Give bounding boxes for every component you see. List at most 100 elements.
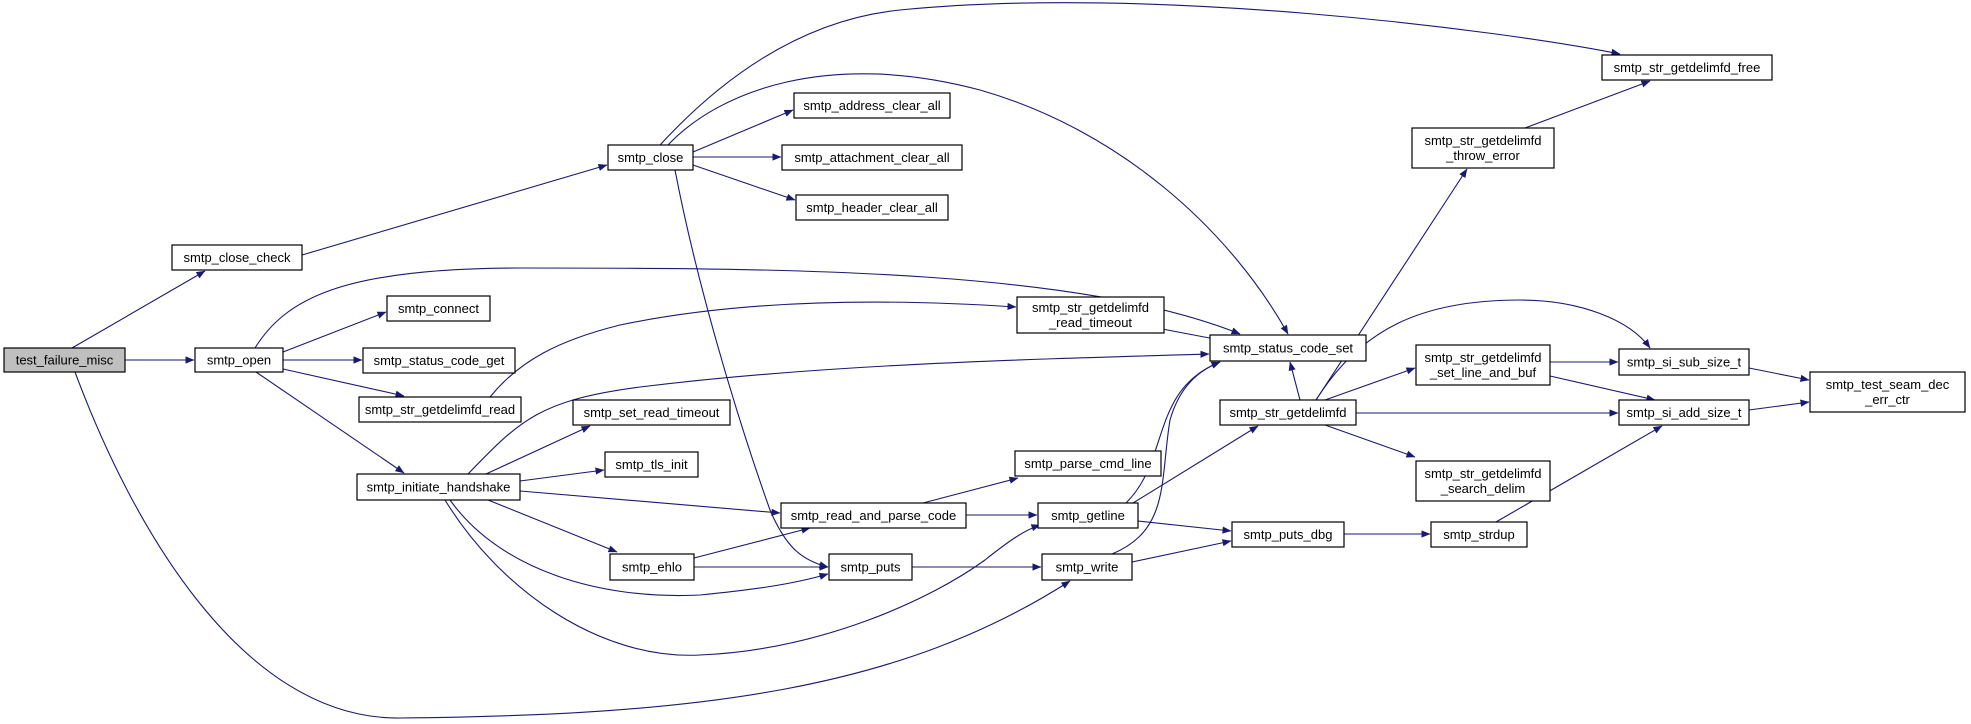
node-smtp_str_getdelimfd_set_line_and_buf[interactable]: smtp_str_getdelimfd_set_line_and_buf: [1415, 344, 1551, 386]
edges: [71, 2, 1810, 719]
node-label: smtp_si_sub_size_t: [1627, 355, 1742, 370]
node-box: [609, 553, 695, 581]
node-label: smtp_close_check: [184, 250, 291, 265]
edge-smtp_close-to-smtp_str_getdelimfd_free: [659, 2, 1621, 146]
edge-smtp_close-to-smtp_puts: [674, 169, 829, 569]
node-box: [1231, 521, 1345, 548]
node-smtp_parse_cmd_line[interactable]: smtp_parse_cmd_line: [1014, 450, 1162, 477]
node-smtp_open[interactable]: smtp_open: [194, 347, 284, 373]
node-smtp_str_getdelimfd_search_delim[interactable]: smtp_str_getdelimfd_search_delim: [1415, 460, 1551, 502]
node-smtp_header_clear_all[interactable]: smtp_header_clear_all: [795, 194, 949, 221]
edge-test_failure_misc-to-smtp_close_check: [71, 270, 206, 349]
edge-smtp_write-to-smtp_status_code_set: [1111, 361, 1221, 555]
node-box: [1016, 296, 1165, 334]
node-label: smtp_status_code_set: [1223, 341, 1353, 356]
node-box: [171, 244, 303, 271]
node-box: [1041, 553, 1133, 581]
node-smtp_tls_init[interactable]: smtp_tls_init: [604, 451, 699, 478]
node-smtp_str_getdelimfd[interactable]: smtp_str_getdelimfd: [1219, 399, 1357, 426]
node-label: smtp_read_and_parse_code: [791, 508, 957, 523]
node-smtp_set_read_timeout[interactable]: smtp_set_read_timeout: [572, 399, 731, 426]
node-box: [3, 347, 126, 373]
edge-smtp_initiate_handshake-to-smtp_ehlo: [487, 499, 618, 553]
node-box: [1618, 348, 1750, 376]
node-smtp_address_clear_all[interactable]: smtp_address_clear_all: [793, 92, 951, 119]
node-smtp_str_getdelimfd_read_timeout[interactable]: smtp_str_getdelimfd_read_timeout: [1016, 296, 1165, 334]
edge-smtp_read_and_parse_code-to-smtp_parse_cmd_line: [922, 476, 1019, 504]
edge-smtp_strdup-to-smtp_si_add_size_t: [1495, 425, 1663, 523]
node-smtp_si_add_size_t[interactable]: smtp_si_add_size_t: [1618, 399, 1750, 426]
node-label: smtp_ehlo: [622, 560, 682, 575]
edge-smtp_si_sub_size_t-to-smtp_test_seam_dec_err_ctr: [1748, 367, 1810, 382]
node-box: [1430, 521, 1528, 548]
node-smtp_si_sub_size_t[interactable]: smtp_si_sub_size_t: [1618, 348, 1750, 376]
node-label: smtp_str_getdelimfd: [1032, 300, 1149, 315]
node-box: [1415, 460, 1551, 502]
node-label: smtp_str_getdelimfd_free: [1614, 60, 1761, 75]
edge-smtp_initiate_handshake-to-smtp_tls_init: [519, 467, 605, 482]
node-smtp_close_check[interactable]: smtp_close_check: [171, 244, 303, 271]
node-smtp_status_code_get[interactable]: smtp_status_code_get: [362, 347, 516, 374]
node-label: smtp_puts: [841, 560, 901, 575]
node-label: smtp_attachment_clear_all: [794, 150, 949, 165]
edge-smtp_initiate_handshake-to-smtp_read_and_parse_code: [519, 490, 781, 516]
edge-smtp_initiate_handshake-to-smtp_puts: [449, 499, 829, 597]
node-box: [1209, 334, 1367, 362]
node-box: [607, 144, 694, 171]
node-label: smtp_tls_init: [615, 457, 688, 472]
node-label: smtp_test_seam_dec: [1826, 377, 1950, 392]
node-label: _throw_error: [1445, 148, 1520, 163]
edge-test_failure_misc-to-smtp_write: [74, 371, 1071, 719]
node-label: smtp_write: [1056, 560, 1119, 575]
node-box: [1415, 344, 1551, 386]
edge-smtp_str_getdelimfd_throw_error-to-smtp_str_getdelimfd_free: [1524, 80, 1651, 129]
node-box: [828, 553, 913, 581]
node-smtp_str_getdelimfd_free[interactable]: smtp_str_getdelimfd_free: [1601, 54, 1773, 81]
node-label: smtp_strdup: [1443, 527, 1515, 542]
node-label: _search_delim: [1440, 481, 1526, 496]
node-box: [1014, 450, 1162, 477]
node-smtp_attachment_clear_all[interactable]: smtp_attachment_clear_all: [781, 144, 963, 171]
node-smtp_ehlo[interactable]: smtp_ehlo: [609, 553, 695, 581]
node-smtp_write[interactable]: smtp_write: [1041, 553, 1133, 581]
node-box: [1411, 127, 1555, 169]
node-smtp_close[interactable]: smtp_close: [607, 144, 694, 171]
node-smtp_status_code_set[interactable]: smtp_status_code_set: [1209, 334, 1367, 362]
edge-smtp_str_getdelimfd-to-smtp_str_getdelimfd_set_line_and_buf: [1324, 367, 1416, 401]
node-box: [604, 451, 699, 478]
node-box: [780, 502, 967, 529]
node-smtp_test_seam_dec_err_ctr[interactable]: smtp_test_seam_dec_err_ctr: [1809, 371, 1966, 413]
node-label: test_failure_misc: [16, 353, 114, 368]
node-smtp_initiate_handshake[interactable]: smtp_initiate_handshake: [356, 473, 521, 501]
node-label: smtp_connect: [398, 301, 479, 316]
node-box: [781, 144, 963, 171]
edge-smtp_getline-to-smtp_puts_dbg: [1137, 520, 1232, 534]
node-label: smtp_close: [618, 150, 684, 165]
edge-smtp_open-to-smtp_status_code_set: [254, 267, 1241, 349]
node-smtp_read_and_parse_code[interactable]: smtp_read_and_parse_code: [780, 502, 967, 529]
node-smtp_str_getdelimfd_read[interactable]: smtp_str_getdelimfd_read: [358, 396, 522, 423]
node-label: smtp_getline: [1051, 508, 1125, 523]
node-box: [1809, 371, 1966, 413]
node-smtp_puts_dbg[interactable]: smtp_puts_dbg: [1231, 521, 1345, 548]
edge-smtp_open-to-smtp_str_getdelimfd_read: [282, 368, 405, 398]
node-box: [1037, 502, 1139, 529]
node-smtp_str_getdelimfd_throw_error[interactable]: smtp_str_getdelimfd_throw_error: [1411, 127, 1555, 169]
node-smtp_puts[interactable]: smtp_puts: [828, 553, 913, 581]
node-label: smtp_parse_cmd_line: [1024, 456, 1151, 471]
node-box: [194, 347, 284, 373]
node-smtp_strdup[interactable]: smtp_strdup: [1430, 521, 1528, 548]
node-label: smtp_str_getdelimfd: [1424, 466, 1541, 481]
edge-smtp_open-to-smtp_initiate_handshake: [255, 371, 405, 474]
edge-smtp_close-to-smtp_header_clear_all: [692, 164, 796, 201]
node-smtp_getline[interactable]: smtp_getline: [1037, 502, 1139, 529]
node-label: _err_ctr: [1864, 392, 1910, 407]
edge-smtp_write-to-smtp_puts_dbg: [1131, 539, 1232, 563]
node-test_failure_misc[interactable]: test_failure_misc: [3, 347, 126, 373]
node-label: _set_line_and_buf: [1429, 365, 1537, 380]
edge-smtp_open-to-smtp_connect: [282, 311, 387, 353]
node-smtp_connect[interactable]: smtp_connect: [386, 295, 491, 322]
node-box: [386, 295, 491, 322]
nodes: test_failure_misc smtp_close_check smtp_cl…: [3, 54, 1966, 581]
